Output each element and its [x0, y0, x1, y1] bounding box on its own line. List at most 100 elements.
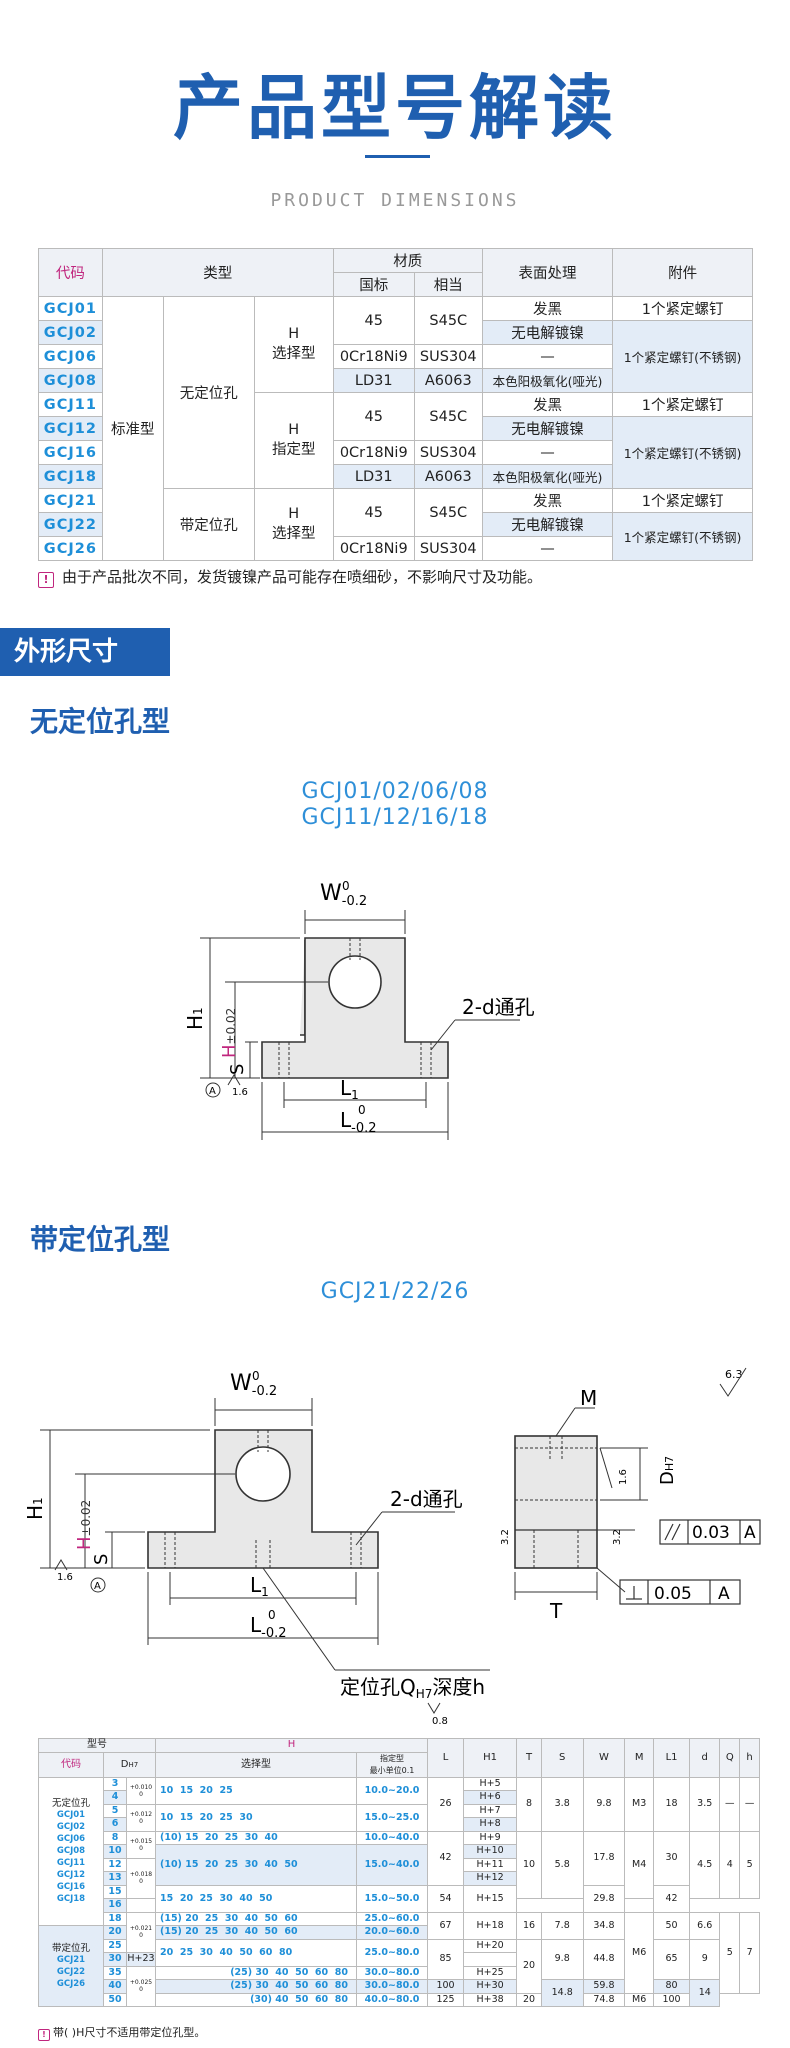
dim-d: DH7: [657, 1456, 678, 1485]
material-cell: LD31: [332, 464, 415, 489]
col-header: H1: [463, 1738, 518, 1778]
sel-cell: 10 15 20 25: [155, 1776, 357, 1805]
fix-cell: 15.0~50.0: [356, 1884, 428, 1913]
sel-cell: (25) 30 40 50 60 80: [155, 1979, 357, 1994]
d-cell: 50: [103, 1992, 127, 2007]
col-header: 型号: [38, 1738, 156, 1753]
fix-cell: 30.0~80.0: [356, 1979, 428, 1994]
code-cell: GCJ21: [38, 488, 103, 513]
material-eq-header: 相当: [413, 272, 483, 297]
material-cell: SUS304: [413, 440, 483, 465]
surface-cell: —: [481, 344, 614, 369]
model-list: GCJ01/02/06/08: [301, 779, 489, 804]
material-cell: SUS304: [413, 344, 483, 369]
fix-cell: 30.0~80.0: [356, 1965, 428, 1980]
dim-w: W-0.2: [320, 881, 367, 909]
material-cell: A6063: [413, 368, 483, 393]
sel-cell: 10 15 20 25 30: [155, 1803, 357, 1832]
col-header: T: [516, 1738, 542, 1778]
code-cell: GCJ08: [38, 368, 103, 393]
material-cell: LD31: [332, 368, 415, 393]
datum-circle: [205, 1082, 221, 1098]
h1-cell: H+11: [463, 1857, 518, 1872]
d-cell: 6: [103, 1817, 127, 1832]
fix-cell: 25.0~80.0: [356, 1938, 428, 1967]
t-cell: 16: [516, 1911, 542, 1940]
dim-h: H±0.02: [74, 1500, 95, 1550]
accessory-cell: 1个紧定螺钉: [612, 488, 753, 513]
d-cell: 8: [103, 1830, 127, 1845]
surface-cell: 无电解镀镍: [481, 416, 614, 441]
drawing-with-hole: W-0.2 0 H1 H±0.02 S L1 L-0.2 0 2-d通孔 定位孔…: [23, 1367, 761, 1727]
drawing-no-hole: W-0.2 0 H1 H±0.02 S L1 L-0.2 0 2-d通孔 A 1…: [183, 879, 535, 1140]
material-cell: A6063: [413, 464, 483, 489]
accessory-header: 附件: [612, 248, 753, 297]
hole-label: 2-d通孔: [390, 1487, 463, 1511]
accessory-cell: 1个紧定螺钉(不锈钢): [612, 416, 753, 489]
w-cell: 9.8: [582, 1776, 626, 1832]
sel-cell: (15) 20 25 30 40 50 60: [155, 1911, 357, 1926]
hh-cell: —: [739, 1776, 760, 1832]
code-cell: GCJ16: [38, 440, 103, 465]
dim-t: T: [549, 1599, 563, 1623]
type-cell: H 选择型: [253, 488, 334, 561]
type-cell: 无定位孔: [162, 296, 255, 489]
sel-cell: (15) 20 25 30 40 50 60: [155, 1925, 357, 1940]
surface-cell: —: [481, 440, 614, 465]
dim-l1: L1: [340, 1076, 359, 1102]
l1-cell: 80: [653, 1979, 691, 1994]
sel-cell: (30) 40 50 60 80: [155, 1992, 357, 2007]
h1-cell: H+23: [126, 1952, 156, 1967]
m-cell: M6: [624, 1911, 655, 1994]
type-header: 类型: [101, 248, 334, 297]
dd-cell: 14: [689, 1979, 721, 2007]
material-cell: S45C: [413, 392, 483, 441]
bore-circle: [328, 955, 382, 1009]
dim-h1: H1: [23, 1497, 47, 1520]
col-header: DH7: [103, 1751, 156, 1778]
dim-h: H±0.02: [219, 1008, 240, 1058]
tol-cell: +0.021 0: [126, 1911, 156, 1953]
d-cell: 13: [103, 1871, 127, 1886]
roughness-icon: [54, 1559, 68, 1571]
code-cell: GCJ01: [38, 296, 103, 321]
sel-cell: 20 25 30 40 50 60 80: [155, 1938, 357, 1967]
d-cell: 35: [103, 1965, 127, 1980]
spec-table: 代码 类型 材质 表面处理 附件 国标 相当 GCJ01 标准型 无定位孔 H …: [38, 248, 753, 561]
surface-cell: 发黑: [481, 296, 614, 321]
dim-m: M: [580, 1386, 597, 1410]
h1-cell: H+30: [463, 1979, 518, 1994]
material-cell: S45C: [413, 488, 483, 537]
surface-cell: 本色阳极氧化(哑光): [481, 464, 614, 489]
d-cell: 4: [103, 1790, 127, 1805]
sel-cell: (10) 15 20 25 30 40 50: [155, 1844, 357, 1886]
l-cell: 125: [426, 1992, 465, 2007]
sel-cell: 15 20 25 30 40 50: [155, 1884, 357, 1913]
t-cell: 8: [516, 1776, 542, 1832]
dim-s: S: [91, 1554, 112, 1565]
dd-cell: 6.6: [689, 1911, 721, 1940]
datum-ref: A: [744, 1523, 756, 1543]
material-cell: SUS304: [413, 536, 483, 561]
fix-cell: 10.0~40.0: [356, 1830, 428, 1845]
title-underline: [365, 155, 430, 158]
accessory-cell: 1个紧定螺钉: [612, 296, 753, 321]
model-list: GCJ11/12/16/18: [301, 805, 489, 830]
note-text: 带( )H尺寸不适用带定位孔型。: [53, 2026, 206, 2039]
l-cell: 67: [426, 1911, 465, 1940]
roughness-value: 0.8: [432, 1716, 448, 1727]
l1-cell: 42: [653, 1884, 691, 1913]
roughness-icon: [227, 1074, 241, 1086]
h1-cell: H+15: [463, 1884, 518, 1913]
l1-cell: 18: [653, 1776, 691, 1832]
d-cell: 15: [103, 1884, 127, 1899]
l1-cell: 30: [653, 1830, 691, 1886]
dim-l-upper: 0: [358, 1103, 366, 1117]
d-cell: 30: [103, 1952, 127, 1967]
col-header: Q: [719, 1738, 741, 1778]
dim-l-upper: 0: [268, 1608, 276, 1622]
material-cell: 45: [332, 488, 415, 537]
hh-cell: 7: [739, 1911, 760, 1994]
parallel-tolerance: 0.03: [692, 1523, 730, 1543]
section-tag: 外形尺寸: [0, 628, 170, 676]
